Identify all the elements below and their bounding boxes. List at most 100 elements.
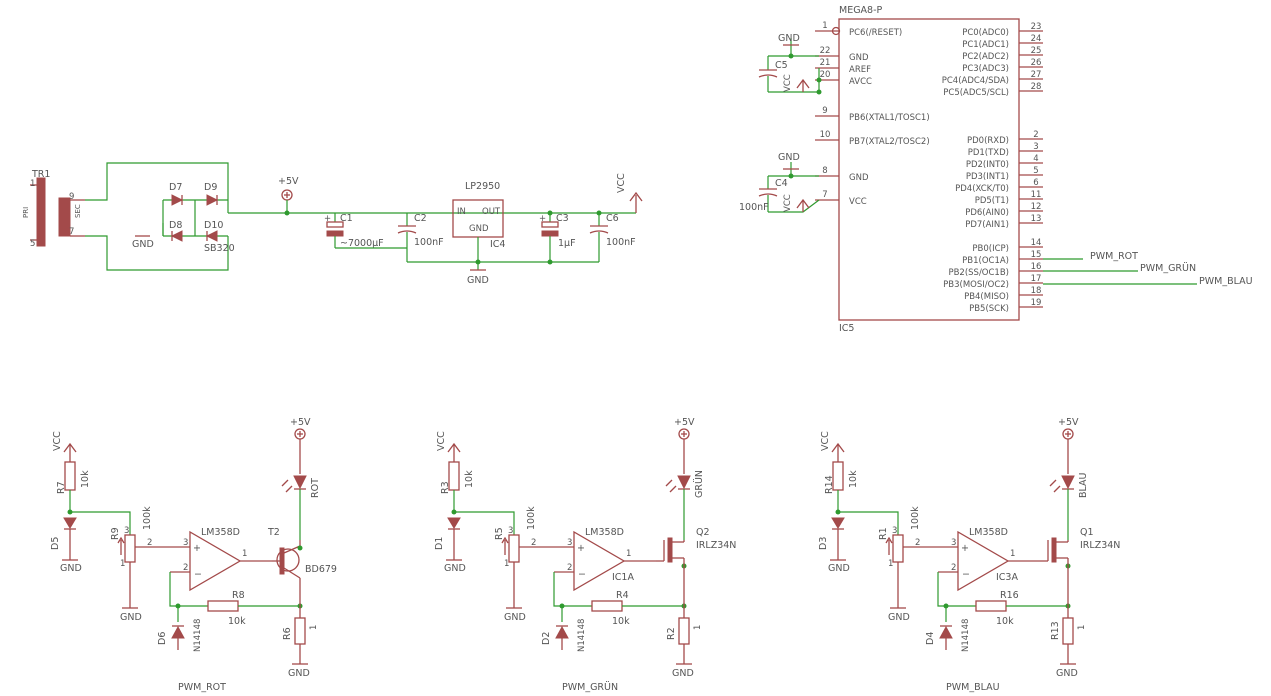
channel-pot-pin3: 3 <box>124 526 129 536</box>
channel-vcc-label: VCC <box>52 431 63 451</box>
channel-rsense-resistor[interactable] <box>1062 617 1074 645</box>
mcu-body[interactable] <box>838 18 1020 321</box>
channel-diode-label: D3 <box>818 537 829 550</box>
d10-label: D10 <box>204 220 223 231</box>
mcu-pin-num: 19 <box>1031 298 1042 308</box>
mcu-pin-num: 5 <box>1033 166 1038 176</box>
regulator-out: OUT <box>482 207 501 217</box>
mcu-pin-name: PD2(INT0) <box>966 160 1009 170</box>
channel-led[interactable] <box>677 475 691 490</box>
svg-text:+: + <box>961 543 969 554</box>
plus5v-supply-symbol: +5V <box>278 176 299 216</box>
channel-rsense-pin: 1 <box>309 625 319 630</box>
channel-rfb-label: R4 <box>616 590 629 601</box>
mcu-pin-name: PC6(/RESET) <box>849 28 902 38</box>
channel-led[interactable] <box>293 475 307 490</box>
mcu-pin-name: PC0(ADC0) <box>962 28 1009 38</box>
svg-text:+: + <box>193 543 201 554</box>
capacitor-c2[interactable]: C2 100nF <box>397 213 444 262</box>
channel-diode[interactable] <box>447 517 461 529</box>
net-pwm-gruen: PWM_GRÜN <box>1140 263 1196 274</box>
mcu-pin-num: 1 <box>822 21 827 31</box>
channel-rsense-resistor[interactable] <box>678 617 690 645</box>
capacitor-c1[interactable]: + C1 ~7000µF <box>324 213 384 249</box>
mcu-pin-num: 2 <box>1033 130 1038 140</box>
channel-led-label: BLAU <box>1078 472 1089 498</box>
c4-gnd-label: GND <box>778 152 800 163</box>
mcu-pin-num: 16 <box>1031 262 1042 272</box>
regulator-part: LP2950 <box>465 181 500 192</box>
mcu-ref-label: IC5 <box>839 323 854 334</box>
channel-diode2[interactable] <box>171 625 185 639</box>
channel-rfb-value: 10k <box>228 616 246 627</box>
channel-pot-pin2: 2 <box>531 538 536 548</box>
mcu-pin-name: PC2(ADC2) <box>962 52 1009 62</box>
channel-rtop-value: 10k <box>80 470 91 488</box>
channel-opamp-pin3: 3 <box>567 538 572 548</box>
mcu-pin-name: PB0(ICP) <box>972 244 1009 254</box>
svg-text:−: − <box>194 569 202 580</box>
net-pwm-blau: PWM_BLAU <box>1199 276 1253 287</box>
mcu-pin-name: PB1(OC1A) <box>962 256 1009 266</box>
channel-opamp-pin3: 3 <box>183 538 188 548</box>
channel-rtop-label: R7 <box>56 481 67 494</box>
bridge-gnd-symbol: GND <box>132 223 164 250</box>
capacitor-c4[interactable]: GND C4 100nF VCC <box>739 152 820 213</box>
c5-gnd-label: GND <box>778 33 800 44</box>
channel-rfb-resistor[interactable] <box>591 600 623 612</box>
capacitor-c5[interactable]: GND C5 VCC <box>758 33 822 95</box>
mcu-pin-name: PD5(T1) <box>975 196 1009 206</box>
channel-diode[interactable] <box>63 517 77 529</box>
channel-opamp[interactable] <box>957 530 1010 592</box>
capacitor-c3[interactable]: + C3 1µF <box>539 210 576 263</box>
transformer-tr1[interactable]: TR1 1 5 9 7 PRI SEC <box>22 169 85 249</box>
mcu-pin-name: GND <box>849 173 869 183</box>
mcu-pin-num: 13 <box>1031 214 1042 224</box>
mcu-pin-name: AVCC <box>849 77 872 87</box>
channel-rtop-label: R3 <box>440 481 451 494</box>
mcu-left-pins: 1PC6(/RESET)22GND21AREF20AVCC9PB6(XTAL1/… <box>815 21 930 207</box>
mcu-pin-name: PD1(TXD) <box>968 148 1009 158</box>
channel-diode2[interactable] <box>939 625 953 639</box>
mcu-pin-num: 9 <box>822 106 827 116</box>
mcu-pin-name: PC4(ADC4/SDA) <box>942 76 1009 86</box>
channel-rtop-label: R14 <box>824 475 835 494</box>
channel-diode2-part: N14148 <box>577 619 587 652</box>
channel-rtop-value: 10k <box>848 470 859 488</box>
channel-rfb-resistor[interactable] <box>975 600 1007 612</box>
c4-vcc-label: VCC <box>783 194 793 212</box>
c2-value: 100nF <box>414 237 444 248</box>
channel-diode2[interactable] <box>555 625 569 639</box>
c6-label: C6 <box>606 213 619 224</box>
channel-rfb-resistor[interactable] <box>207 600 239 612</box>
capacitor-c6[interactable]: C6 100nF <box>589 210 636 263</box>
channel-rsense-label: R13 <box>1050 621 1061 640</box>
channel-gnd-pot: GND <box>888 612 910 623</box>
channel-driver-part: IRLZ34N <box>696 540 736 551</box>
channel-bjt[interactable] <box>279 547 285 575</box>
channel-mosfet[interactable] <box>1051 537 1057 563</box>
channel-diode[interactable] <box>831 517 845 529</box>
bridge-part-label: SB320 <box>204 243 235 254</box>
channel-pot[interactable] <box>508 534 520 563</box>
mcu-pin-num: 18 <box>1031 286 1042 296</box>
channel-led-label: GRÜN <box>694 470 705 498</box>
mcu-pin-num: 25 <box>1031 46 1042 56</box>
svg-text:+: + <box>324 214 331 224</box>
regulator-ic4[interactable]: LP2950 IC4 IN OUT GND <box>452 181 505 262</box>
channel-opamp[interactable] <box>189 530 242 592</box>
mcu-pin-num: 23 <box>1031 22 1042 32</box>
channel-mosfet[interactable] <box>667 537 673 563</box>
channel-opamp-part: LM358D <box>585 527 624 538</box>
d7-label: D7 <box>169 182 182 193</box>
bridge-rectifier[interactable]: D7 D9 D8 D10 SB320 <box>162 182 235 254</box>
channel-vcc-label: VCC <box>436 431 447 451</box>
channel-opamp[interactable] <box>573 530 626 592</box>
channel-rsense-resistor[interactable] <box>294 617 306 645</box>
mcu-pin-num: 21 <box>820 58 831 68</box>
mcu-pin-num: 6 <box>1033 178 1038 188</box>
channel-pot[interactable] <box>124 534 136 563</box>
channel-pot[interactable] <box>892 534 904 563</box>
channel-led[interactable] <box>1061 475 1075 490</box>
